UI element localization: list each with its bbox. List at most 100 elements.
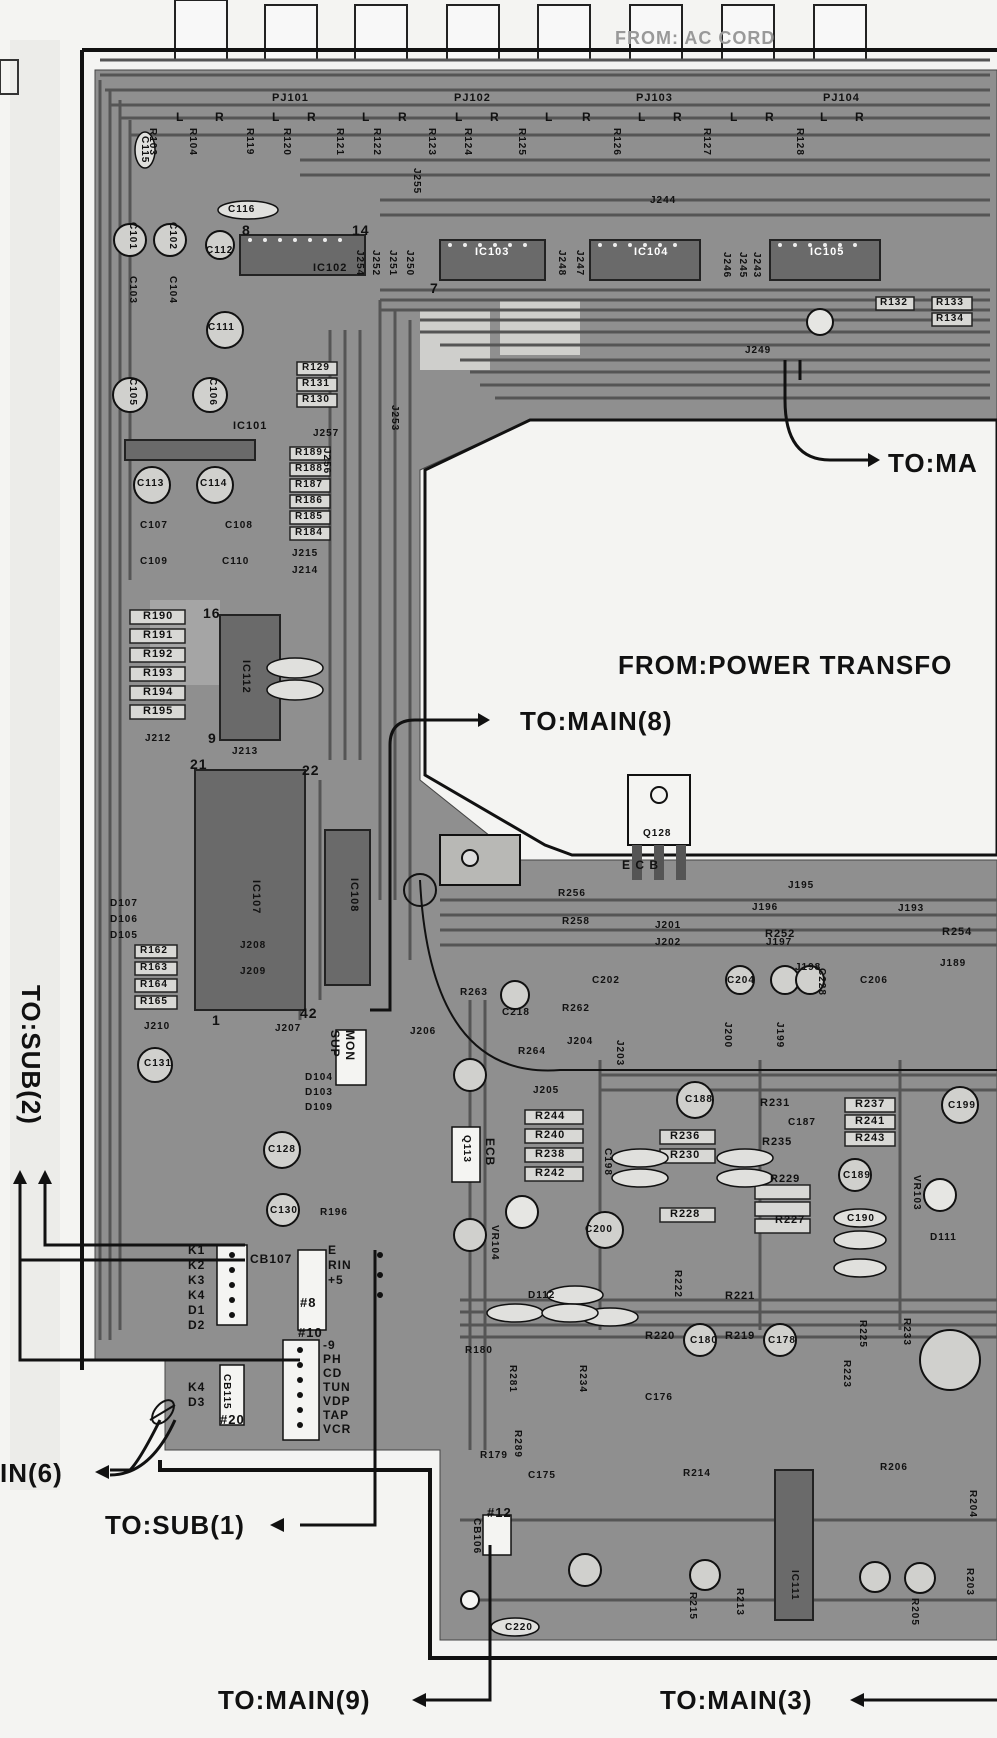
resistor-label: R243 bbox=[855, 1132, 886, 1144]
hash20-label: #20 bbox=[220, 1412, 245, 1427]
pin-label: RIN bbox=[328, 1258, 352, 1272]
pin-label: VCR bbox=[323, 1422, 352, 1436]
resistor-label: R131 bbox=[302, 378, 330, 389]
resistor-label: R242 bbox=[535, 1167, 566, 1179]
d109-label: D109 bbox=[305, 1102, 333, 1113]
jumper-label: J201 bbox=[655, 920, 682, 931]
pin-22-label: 22 bbox=[302, 762, 320, 778]
r213-label: R213 bbox=[734, 1588, 745, 1616]
lr-letter: L bbox=[272, 110, 281, 124]
c188-label: C188 bbox=[685, 1094, 713, 1105]
r133-label: R133 bbox=[936, 297, 964, 308]
to-main-6-label: IN(6) bbox=[0, 1458, 63, 1488]
resistor-label: R236 bbox=[670, 1130, 701, 1142]
hash10-label: #10 bbox=[298, 1325, 323, 1340]
cb115-label: CB115 bbox=[221, 1374, 232, 1410]
c175-label: C175 bbox=[528, 1470, 556, 1481]
vr104-label: VR104 bbox=[489, 1225, 500, 1261]
cap-label: C102 bbox=[167, 222, 178, 250]
cap-label: C109 bbox=[140, 556, 168, 567]
resistor-label: R130 bbox=[302, 394, 330, 405]
to-sub-2-label: TO:SUB(2) bbox=[16, 985, 46, 1125]
jumper-label: J257 bbox=[313, 428, 340, 439]
r220-label: R220 bbox=[645, 1330, 676, 1342]
c180-label: C180 bbox=[690, 1335, 718, 1346]
resistor-label: R195 bbox=[143, 705, 174, 717]
r256-label: R256 bbox=[558, 888, 586, 899]
ic107-label: IC107 bbox=[250, 880, 262, 915]
r264-label: R264 bbox=[518, 1046, 546, 1057]
pin-label: E bbox=[328, 1243, 338, 1257]
jumper-label: J202 bbox=[655, 937, 682, 948]
q128-transistor bbox=[627, 774, 691, 880]
resistor-label: R230 bbox=[670, 1149, 701, 1161]
r258-label: R258 bbox=[562, 916, 590, 927]
pin-label: K1 bbox=[188, 1243, 206, 1257]
resistor-label: R162 bbox=[140, 945, 168, 956]
r281-label: R281 bbox=[507, 1365, 518, 1393]
r215-label: R215 bbox=[687, 1592, 698, 1620]
ic101-label: IC101 bbox=[233, 420, 268, 432]
jumper-label: J215 bbox=[292, 548, 319, 559]
jumper-label: J197 bbox=[766, 937, 793, 948]
c176-label: C176 bbox=[645, 1392, 673, 1403]
jumper-label: J189 bbox=[940, 958, 967, 969]
jumper-label: J243 bbox=[751, 252, 762, 279]
resistor-label: R193 bbox=[143, 667, 174, 679]
d107-label: D107 bbox=[110, 898, 138, 909]
jumper-label: J250 bbox=[404, 250, 415, 277]
ic112-body bbox=[219, 614, 281, 741]
from-ac-cord-label: FROM: AC CORD bbox=[615, 28, 776, 48]
to-main-8-label: TO:MAIN(8) bbox=[520, 706, 673, 736]
c198-label: C198 bbox=[602, 1148, 613, 1176]
pin-label: D2 bbox=[188, 1318, 206, 1332]
jumper-label: J256 bbox=[321, 448, 332, 475]
pin-label: CD bbox=[323, 1366, 343, 1380]
jumper-label: J251 bbox=[387, 250, 398, 277]
resistor-label: R187 bbox=[295, 479, 323, 490]
c228-label: C228 bbox=[816, 968, 827, 996]
q128-pins-label: E C B bbox=[622, 858, 660, 872]
resistor-label: R240 bbox=[535, 1129, 566, 1141]
lr-letter: R bbox=[215, 110, 225, 124]
r180-label: R180 bbox=[465, 1345, 493, 1356]
resistor-label: R163 bbox=[140, 962, 168, 973]
r235-label: R235 bbox=[762, 1136, 793, 1148]
resistor-label: R122 bbox=[371, 128, 382, 156]
d112-label: D112 bbox=[528, 1290, 556, 1301]
jumper-label: J205 bbox=[533, 1085, 560, 1096]
jumper-label: J254 bbox=[354, 250, 365, 277]
lr-letter: R bbox=[582, 110, 592, 124]
lr-letter: R bbox=[398, 110, 408, 124]
ic111-label: IC111 bbox=[789, 1570, 800, 1601]
pin-14-label: 14 bbox=[352, 222, 370, 238]
resistor-label: R244 bbox=[535, 1110, 566, 1122]
lr-letter: L bbox=[638, 110, 647, 124]
c204-label: C204 bbox=[727, 975, 755, 986]
jumper-label: J198 bbox=[795, 962, 822, 973]
pin-label: D3 bbox=[188, 1395, 206, 1409]
resistor-label: R125 bbox=[516, 128, 527, 156]
c199-label: C199 bbox=[948, 1100, 976, 1111]
resistor-label: R190 bbox=[143, 610, 174, 622]
cap-label: C114 bbox=[200, 478, 228, 489]
r206-label: R206 bbox=[880, 1462, 908, 1473]
r219-label: R219 bbox=[725, 1330, 756, 1342]
pin-label: K2 bbox=[188, 1258, 206, 1272]
jumper-label: J253 bbox=[389, 405, 400, 432]
q128-label: Q128 bbox=[643, 828, 672, 839]
lr-letter: L bbox=[455, 110, 464, 124]
to-main-top-label: TO:MA bbox=[888, 448, 978, 478]
to-main-3-label: TO:MAIN(3) bbox=[660, 1685, 813, 1715]
resistor-label: R228 bbox=[670, 1208, 701, 1220]
jumper-label: J196 bbox=[752, 902, 779, 913]
cap-label: C105 bbox=[127, 378, 138, 406]
pin-label: MON bbox=[343, 1030, 357, 1061]
r231-label: R231 bbox=[760, 1097, 791, 1109]
r221-label: R221 bbox=[725, 1290, 756, 1302]
d106-label: D106 bbox=[110, 914, 138, 925]
ic107-body bbox=[194, 769, 306, 1011]
cap-label: C103 bbox=[127, 276, 138, 304]
